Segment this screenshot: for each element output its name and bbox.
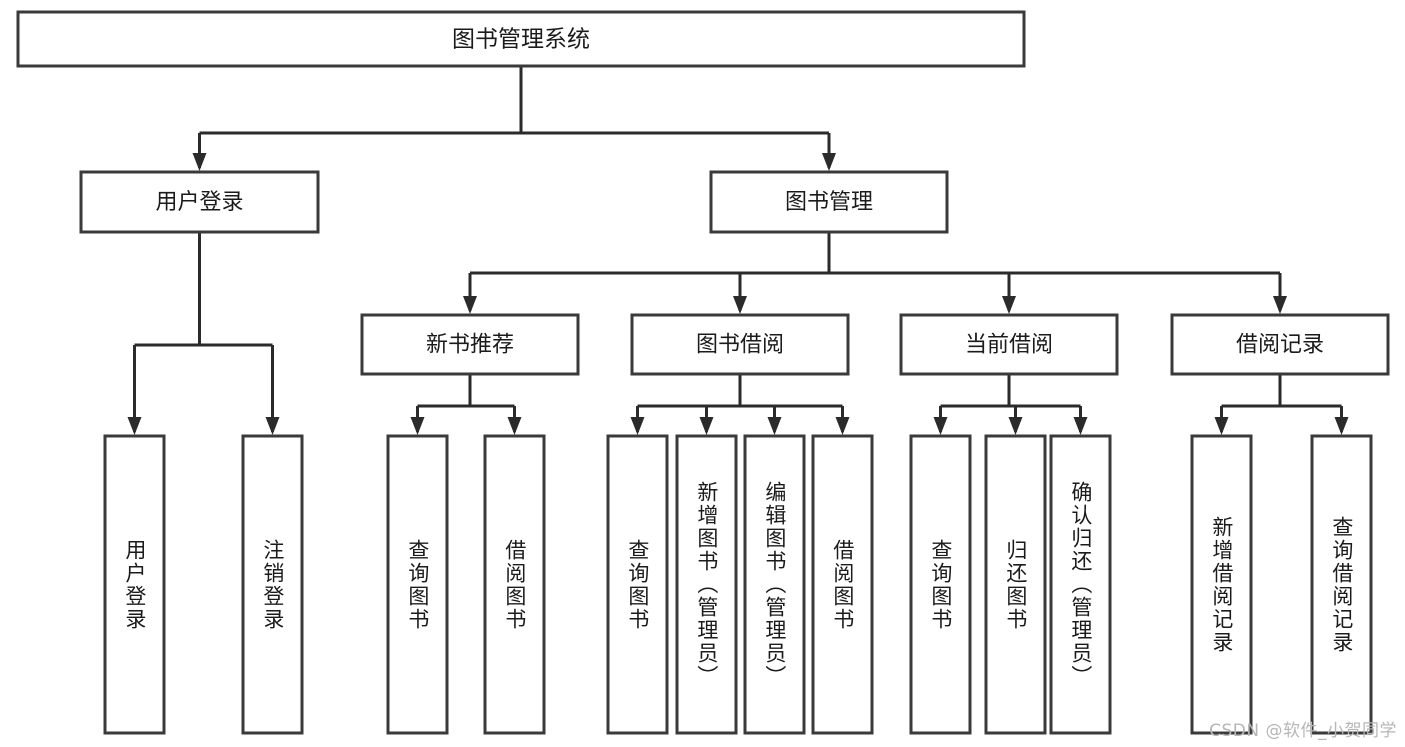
node-label-user-login: 用户登录 <box>155 190 243 215</box>
arrow-head-leaf-user-login <box>127 417 142 435</box>
node-box-book-manage[interactable] <box>709 170 949 234</box>
leaf-box-leaf-user-login[interactable] <box>103 434 166 735</box>
arrow-head-leaf-add-book <box>699 417 714 435</box>
arrow-head-leaf-return-book <box>1008 417 1023 435</box>
arrow-head-leaf-user-logout <box>265 417 280 435</box>
leaf-box-leaf-confirm-return[interactable] <box>1049 434 1112 735</box>
box-layer <box>16 10 1390 735</box>
leaf-box-leaf-query-book-1[interactable] <box>386 434 449 735</box>
arrow-head-leaf-query-book-2 <box>630 417 645 435</box>
arrow-head-leaf-query-book-3 <box>933 417 948 435</box>
arrow-head-borrow-record <box>1273 296 1287 314</box>
leaf-box-leaf-query-record[interactable] <box>1310 434 1373 735</box>
node-box-new-book-rec[interactable] <box>360 313 580 376</box>
node-box-root[interactable] <box>16 10 1026 68</box>
arrow-head-leaf-query-book-1 <box>410 417 425 435</box>
arrow-head-new-book-rec <box>463 296 477 314</box>
leaf-box-leaf-add-book[interactable] <box>675 434 738 735</box>
arrow-head-leaf-borrow-book-2 <box>835 417 850 435</box>
leaf-box-leaf-borrow-book-1[interactable] <box>483 434 546 735</box>
leaf-box-leaf-query-book-2[interactable] <box>606 434 669 735</box>
leaf-box-leaf-user-logout[interactable] <box>241 434 304 735</box>
leaf-box-leaf-return-book[interactable] <box>984 434 1047 735</box>
node-box-user-login[interactable] <box>79 170 320 234</box>
node-box-current-borrow[interactable] <box>899 313 1119 376</box>
leaf-box-leaf-query-book-3[interactable] <box>909 434 972 735</box>
arrow-head-leaf-query-record <box>1334 417 1349 435</box>
arrow-head-current-borrow <box>1002 296 1016 314</box>
arrow-head-book-manage <box>822 153 836 171</box>
edge-layer <box>127 66 1349 435</box>
node-label-new-book-rec: 新书推荐 <box>426 333 514 358</box>
arrow-head-book-borrow <box>733 296 747 314</box>
arrow-head-leaf-add-record <box>1214 417 1229 435</box>
node-label-book-manage: 图书管理 <box>785 190 873 215</box>
leaf-box-leaf-edit-book[interactable] <box>743 434 806 735</box>
leaf-box-leaf-borrow-book-2[interactable] <box>811 434 874 735</box>
node-label-borrow-record: 借阅记录 <box>1236 333 1324 358</box>
node-label-book-borrow: 图书借阅 <box>696 333 784 358</box>
watermark: CSDN @软件_小贺同学 <box>1209 721 1397 741</box>
node-label-root: 图书管理系统 <box>452 27 590 53</box>
node-box-book-borrow[interactable] <box>630 313 850 376</box>
arrow-head-leaf-borrow-book-1 <box>507 417 522 435</box>
leaf-box-leaf-add-record[interactable] <box>1190 434 1253 735</box>
arrow-head-leaf-edit-book <box>767 417 782 435</box>
node-label-current-borrow: 当前借阅 <box>965 333 1053 358</box>
node-box-borrow-record[interactable] <box>1170 313 1390 376</box>
arrow-head-user-login <box>192 153 207 171</box>
arrow-head-leaf-confirm-return <box>1073 417 1088 435</box>
